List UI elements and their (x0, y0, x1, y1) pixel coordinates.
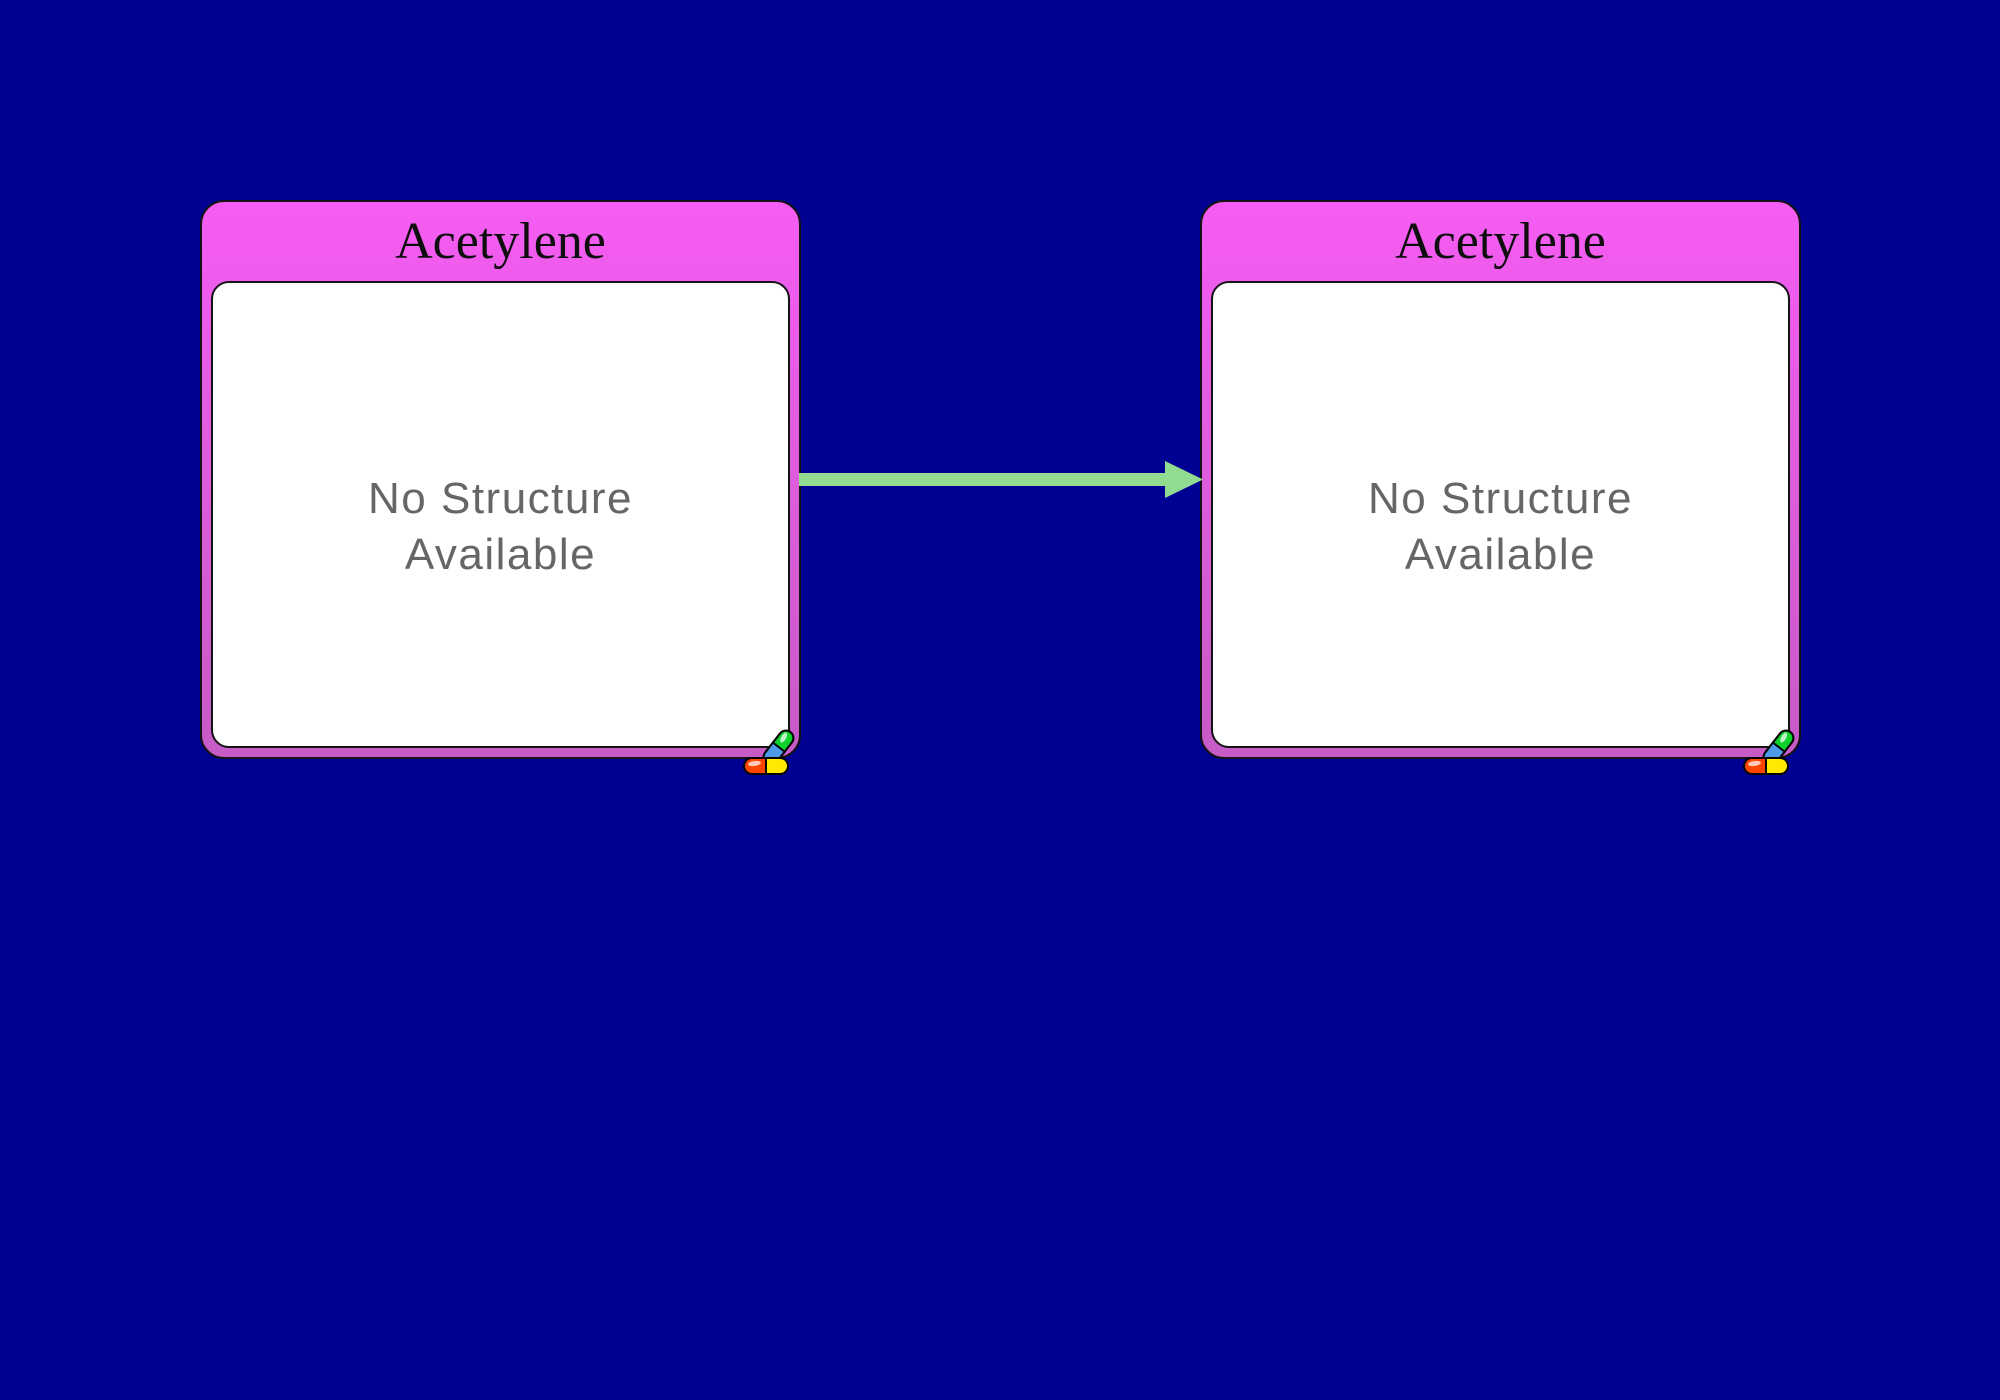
capsule-icon[interactable] (743, 757, 789, 775)
capsule-red-half (1745, 759, 1767, 773)
compound-node-left[interactable]: Acetylene No Structure Available (200, 200, 801, 775)
no-structure-label: No Structure Available (368, 474, 633, 579)
compound-title: Acetylene (1395, 213, 1606, 270)
capsule-icon[interactable] (1743, 757, 1789, 775)
compound-node-right[interactable]: Acetylene No Structure Available (1200, 200, 1801, 775)
compound-title: Acetylene (395, 213, 606, 270)
reaction-arrow-icon (799, 461, 1203, 498)
capsule-yellow-half (767, 759, 787, 773)
no-structure-label: No Structure Available (1368, 474, 1633, 579)
capsule-yellow-half (1767, 759, 1787, 773)
structure-panel: No Structure Available (1211, 281, 1790, 748)
structure-panel: No Structure Available (211, 281, 790, 748)
capsule-red-half (745, 759, 767, 773)
